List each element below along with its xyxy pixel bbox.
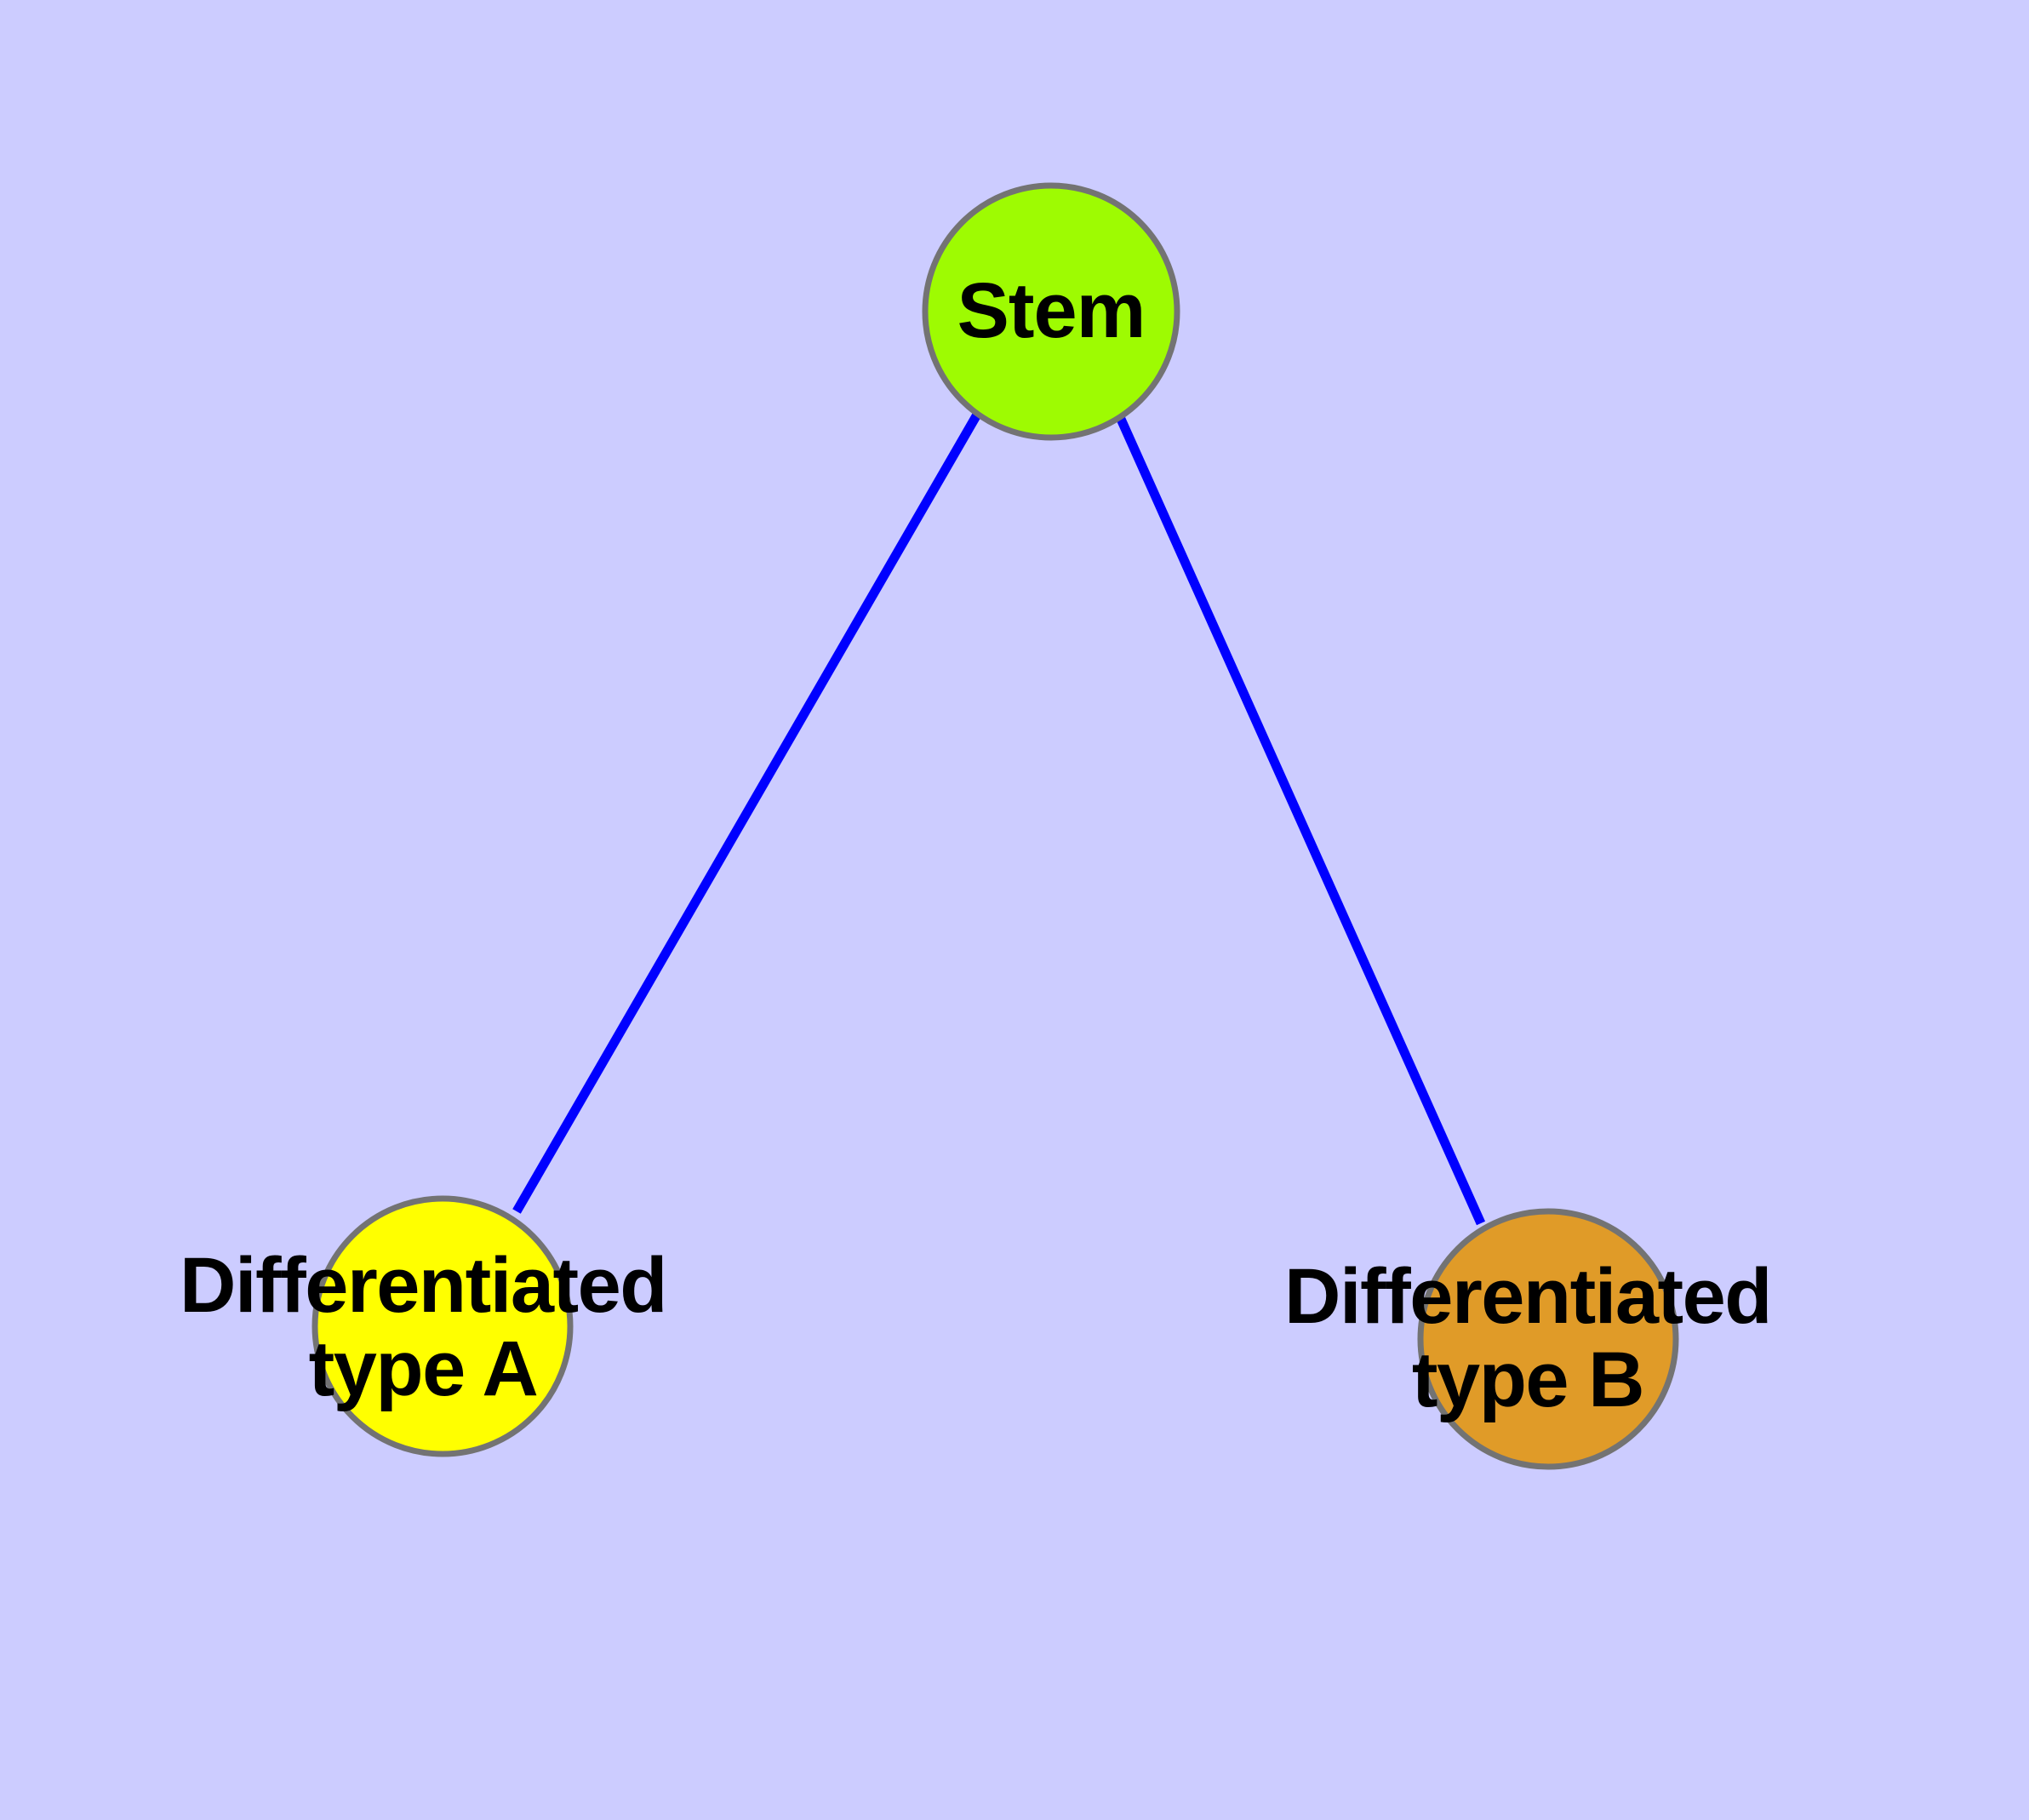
edge-layer (512, 412, 1486, 1226)
edge-stem-to-differentiated-type-b[interactable] (1115, 415, 1486, 1226)
node-stem[interactable] (922, 182, 1180, 441)
node-differentiated-type-a[interactable] (311, 1195, 574, 1457)
node-differentiated-type-b[interactable] (1417, 1208, 1679, 1470)
edge-stem-to-differentiated-type-a[interactable] (512, 412, 981, 1214)
node-layer (311, 182, 1679, 1470)
